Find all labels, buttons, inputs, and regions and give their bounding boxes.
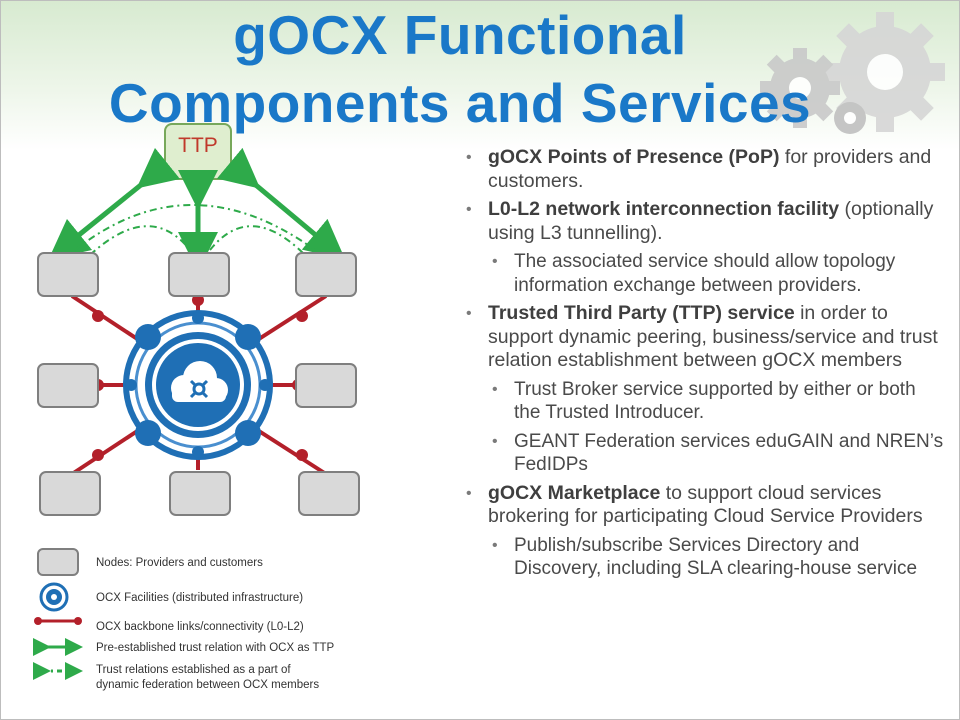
bullet-dot-icon: • <box>466 305 472 322</box>
bullet-text: Publish/subscribe Services Directory and… <box>492 534 946 581</box>
bullet-bold-text: L0-L2 network interconnection facility <box>488 198 840 220</box>
bullet-item: •gOCX Marketplace to support cloud servi… <box>466 482 946 529</box>
bullet-plain-text: Trust Broker service supported by either… <box>514 378 916 424</box>
legend: Nodes: Providers and customers OCX Facil… <box>33 548 335 691</box>
slide-title-line-1: gOCX Functional <box>233 4 687 66</box>
bullet-bold-text: gOCX Marketplace <box>488 481 661 504</box>
legend-node-swatch <box>37 548 79 576</box>
bullet-dot-icon: • <box>466 484 472 502</box>
bullet-plain-text: in order to support dynamic peering, bus… <box>488 302 938 371</box>
ttp-label: TTP <box>178 134 218 157</box>
bullet-item: •L0-L2 network interconnection facility … <box>466 198 946 245</box>
pre-established-trust-links <box>48 147 346 272</box>
bullet-text: The associated service should allow topo… <box>492 250 946 297</box>
legend-pre-trust-label: Pre-established trust relation with OCX … <box>96 642 335 654</box>
bullet-plain-text: GEANT Federation services eduGAIN and NR… <box>514 430 944 476</box>
bullet-item: • GEANT Federation services eduGAIN and N… <box>492 430 946 477</box>
slide-title-line-2: Components and Services <box>108 72 812 134</box>
bullet-item: •Trusted Third Party (TTP) service in or… <box>466 302 946 373</box>
bullet-dot-icon: • <box>466 201 472 218</box>
bullet-text: Trust Broker service supported by either… <box>492 378 946 425</box>
bullet-item: • Trust Broker service supported by eithe… <box>492 378 946 425</box>
dynamic-trust-links <box>74 204 316 256</box>
bullet-text: Trusted Third Party (TTP) service in ord… <box>466 302 946 373</box>
legend-nodes-label: Nodes: Providers and customers <box>96 557 263 569</box>
bullet-dot-icon: • <box>492 253 498 270</box>
bullet-text: gOCX Points of Presence (PoP) for provid… <box>466 146 946 193</box>
bullet-plain-text: Publish/subscribe Services Directory and… <box>514 534 918 580</box>
legend-backbone-swatch <box>34 617 82 625</box>
legend-facilities-label: OCX Facilities (distributed infrastructu… <box>96 592 303 604</box>
bullet-plain-text: to support cloud services brokering for … <box>488 481 923 528</box>
bullet-dot-icon: • <box>492 432 498 450</box>
provider-nodes <box>37 252 360 516</box>
legend-dyn-trust-label-2: dynamic federation between OCX members <box>96 679 319 691</box>
bullet-text: GEANT Federation services eduGAIN and NR… <box>492 430 946 477</box>
bullet-item: • The associated service should allow top… <box>492 250 946 297</box>
bullet-plain-text: (optionally using L3 tunnelling). <box>488 198 934 244</box>
bullet-bold-text: Trusted Third Party (TTP) service <box>488 302 795 324</box>
bullet-text: gOCX Marketplace to support cloud servic… <box>466 482 946 529</box>
bullet-dot-icon: • <box>492 380 498 398</box>
cross-arrows-icon <box>189 379 209 399</box>
bullet-list: •gOCX Points of Presence (PoP) for provi… <box>466 146 946 586</box>
bullet-dot-icon: • <box>466 149 472 166</box>
legend-dyn-trust-label-1: Trust relations established as a part of <box>96 664 291 676</box>
bullet-text: L0-L2 network interconnection facility (… <box>466 198 946 245</box>
bullet-item: •gOCX Points of Presence (PoP) for provi… <box>466 146 946 193</box>
bullet-plain-text: The associated service should allow topo… <box>514 251 896 296</box>
ocx-topology-diagram: Nodes: Providers and customers OCX Facil… <box>33 123 360 691</box>
bullet-item: • Publish/subscribe Services Directory an… <box>492 534 946 581</box>
bullet-dot-icon: • <box>492 536 498 554</box>
legend-backbone-label: OCX backbone links/connectivity (L0-L2) <box>96 621 304 633</box>
legend-facility-icon <box>39 582 69 612</box>
gears-icon <box>760 12 945 134</box>
bullet-plain-text: for providers and customers. <box>488 146 932 192</box>
bullet-bold-text: gOCX Points of Presence (PoP) <box>488 146 780 168</box>
ocx-facility-hub <box>123 310 273 460</box>
